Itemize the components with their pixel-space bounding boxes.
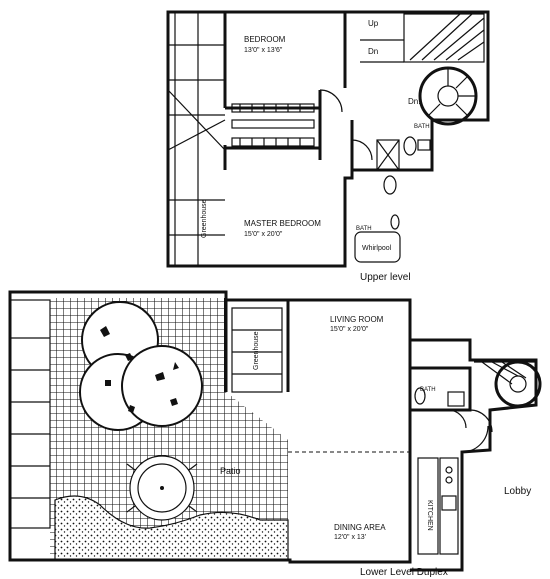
lower-greenhouse-glazing xyxy=(9,299,51,529)
door-swing xyxy=(351,139,373,161)
stair-down-label-2: Dn. xyxy=(408,97,420,106)
whirlpool-label: Whirlpool xyxy=(362,245,392,252)
living-room-size: 15'0" x 20'0" xyxy=(330,326,369,333)
dining-area-size: 12'0" x 13' xyxy=(334,534,366,541)
upper-stairs xyxy=(360,13,485,126)
upper-level-caption: Upper level xyxy=(360,272,411,283)
upper-bath-label: BATH xyxy=(414,124,430,130)
lower-bath-fixtures xyxy=(414,387,465,407)
lower-greenhouse-frame xyxy=(231,307,283,393)
lower-greenhouse-label: Greenhouse xyxy=(253,331,260,370)
upper-outer-wall xyxy=(166,10,490,268)
patio-planter xyxy=(54,495,289,561)
upper-greenhouse-glazing xyxy=(167,12,226,266)
patio-trees xyxy=(79,301,203,431)
lobby-door xyxy=(461,425,489,453)
living-room-wall xyxy=(224,300,290,392)
upper-bath-fixtures xyxy=(354,136,431,263)
upper-greenhouse-label: Greenhouse xyxy=(201,199,208,238)
hall-wall xyxy=(318,12,354,178)
upper-level: BEDROOM 13'0" x 13'6" MASTER BEDROOM 15'… xyxy=(166,10,490,283)
bath-wall xyxy=(410,366,472,412)
door-swing xyxy=(447,409,467,429)
bedroom-size: 13'0" x 13'6" xyxy=(244,47,283,54)
living-room-label: LIVING ROOM xyxy=(330,315,384,324)
bedroom-to-master-wall xyxy=(225,106,320,150)
kitchen-wing-wall xyxy=(408,300,538,572)
patio-table xyxy=(126,455,198,521)
kitchen-counters xyxy=(417,457,459,555)
bedroom-label: BEDROOM xyxy=(244,35,286,44)
upper-bath-label-2: BATH xyxy=(356,226,372,232)
lower-level-caption: Lower Level Duplex xyxy=(360,567,448,578)
lower-stairs xyxy=(474,360,542,408)
lower-bath-label: BATH xyxy=(420,387,436,393)
stair-up-label: Up xyxy=(368,19,379,28)
lower-level: LIVING ROOM 15'0" x 20'0" DINING AREA 12… xyxy=(8,290,542,578)
master-bedroom-label: MASTER BEDROOM xyxy=(244,219,321,228)
lobby-label: Lobby xyxy=(504,486,531,497)
door-swing xyxy=(319,89,343,113)
master-bedroom-size: 15'0" x 20'0" xyxy=(244,231,283,238)
lower-outer-wall xyxy=(8,290,412,564)
closet-doors xyxy=(231,103,315,147)
patio-label: Patio xyxy=(220,466,241,476)
kitchen-label: KITCHEN xyxy=(426,500,433,531)
dining-area-label: DINING AREA xyxy=(334,523,386,532)
door-swing xyxy=(469,409,493,433)
stair-down-label: Dn xyxy=(368,47,378,56)
